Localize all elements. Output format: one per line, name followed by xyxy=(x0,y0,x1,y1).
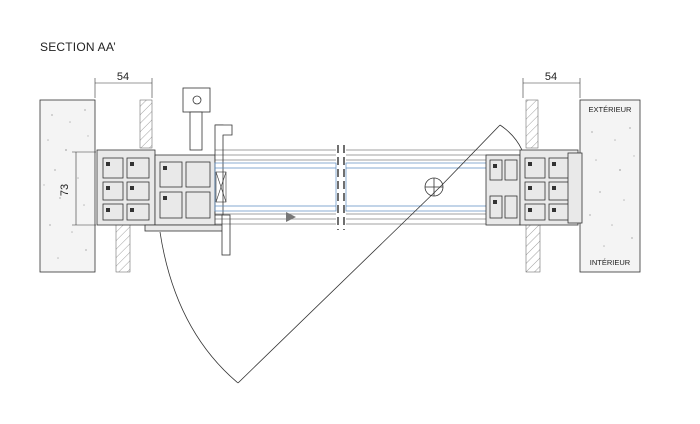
interior-label: INTÉRIEUR xyxy=(590,258,631,267)
left-hatch-lower xyxy=(115,221,131,273)
left-frame-profile xyxy=(96,149,226,232)
height-dimension xyxy=(72,151,96,226)
left-hatch-upper xyxy=(139,99,153,149)
right-hatch-lower xyxy=(525,221,541,273)
left-width-dimension xyxy=(94,78,153,98)
right-frame-profile xyxy=(485,149,583,226)
height-label: 73 xyxy=(59,184,71,196)
left-concrete-wall xyxy=(39,99,96,273)
exterior-label: EXTÉRIEUR xyxy=(589,105,633,114)
left-profile-gaskets xyxy=(106,162,167,212)
spacer-left xyxy=(215,171,227,203)
right-concrete-wall xyxy=(579,99,641,273)
right-width-dimension xyxy=(522,78,581,98)
right-hatch-upper xyxy=(525,99,539,149)
right-width-label: 54 xyxy=(545,71,557,83)
glazing-panes xyxy=(215,149,520,225)
direction-arrow-icon xyxy=(286,212,296,222)
opening-swing xyxy=(159,124,523,384)
right-profile-gaskets xyxy=(493,162,556,212)
glass-unit xyxy=(214,162,503,212)
break-marks xyxy=(337,145,345,230)
section-title: SECTION AA’ xyxy=(40,40,116,54)
left-width-label: 54 xyxy=(117,71,129,83)
